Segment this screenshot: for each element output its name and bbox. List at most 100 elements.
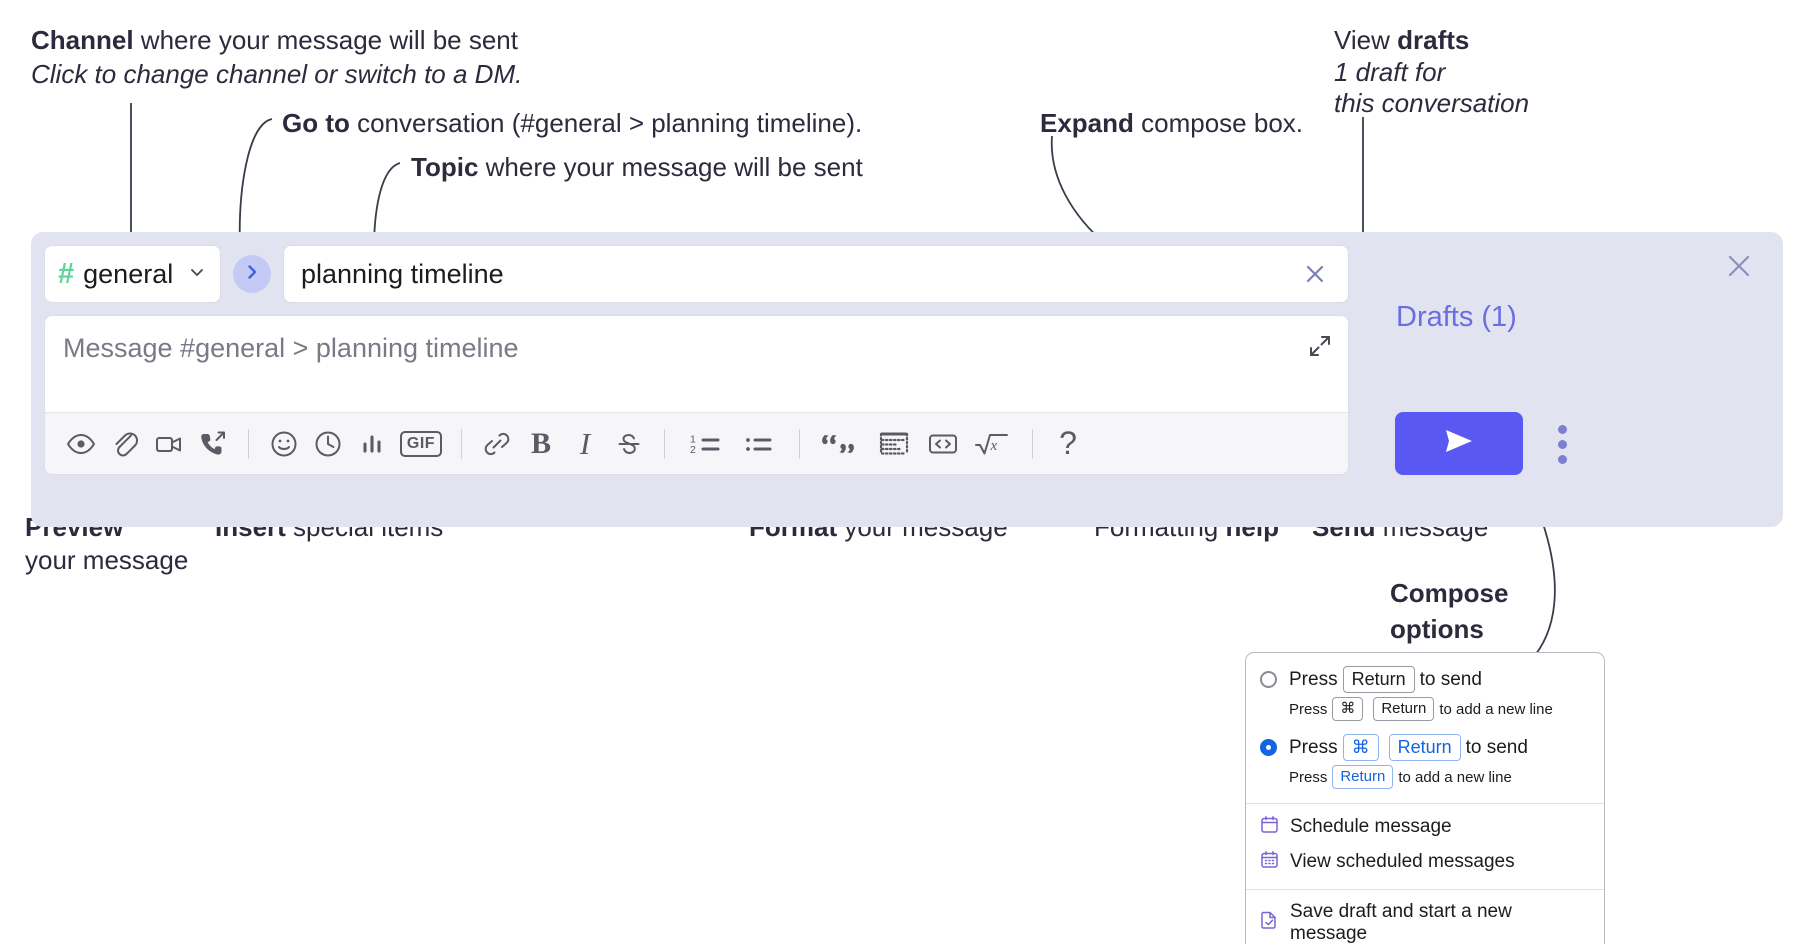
annotation-preview-text: your message [25,545,189,575]
annotation-drafts: View drafts [1334,22,1469,59]
annotation-drafts-plain: View [1334,25,1398,55]
annotation-expand-bold: Expand [1040,108,1134,138]
video-clip-button[interactable] [147,422,191,466]
menu-item-save-draft[interactable]: Save draft and start a new message [1246,896,1604,944]
menu-item-label: Schedule message [1290,816,1452,838]
bold-button[interactable]: B [519,422,563,466]
channel-name-label: general [83,258,174,289]
math-button[interactable]: x [965,422,1019,466]
separator-3 [664,428,665,459]
close-icon[interactable] [1723,250,1755,287]
send-icon [1439,424,1479,463]
link-button[interactable] [475,422,519,466]
question-mark-icon: ? [1059,425,1077,461]
annotation-compose-bold1: Compose [1390,578,1509,608]
sub-label-pre: Press [1289,700,1328,718]
preview-button[interactable] [59,422,103,466]
gif-button[interactable]: GIF [394,422,448,466]
sub-label-pre: Press [1289,768,1328,786]
svg-text:x: x [990,438,998,454]
annotation-drafts-italic2: this conversation [1334,88,1530,118]
annotation-channel-italic: Click to change channel or switch to a D… [31,59,523,89]
code-button[interactable] [921,422,965,466]
save-draft-icon [1260,910,1279,935]
separator-2 [461,428,462,459]
attach-button[interactable] [103,422,147,466]
message-input[interactable]: Message #general > planning timeline [45,316,1348,412]
calendar-grid-icon [1260,850,1279,875]
italic-icon: I [579,425,591,461]
topic-input[interactable]: planning timeline [301,258,504,289]
blockquote-button[interactable] [813,422,867,466]
radio-button-unselected[interactable] [1260,671,1277,689]
sub-label-post: to add a new line [1439,700,1553,718]
menu-divider [1246,802,1604,804]
formatting-help-button[interactable]: ? [1046,422,1090,466]
option-label-pre: Press [1289,668,1338,690]
ordered-list-button[interactable]: 1 2 [678,422,732,466]
menu-item-schedule-message[interactable]: Schedule message [1246,810,1604,845]
annotation-channel-bold: Channel [31,25,134,55]
bulleted-list-button[interactable] [732,422,786,466]
separator-5 [1032,428,1033,459]
key-return: Return [1373,697,1435,721]
goto-conversation-button[interactable] [233,255,271,293]
menu-item-view-scheduled-messages[interactable]: View scheduled messages [1246,845,1604,880]
annotation-goto-bold: Go to [282,108,350,138]
option-press-return-to-send[interactable]: Press Return to send [1246,663,1604,696]
key-return: Return [1342,666,1415,694]
formatting-toolbar: GIF B I [45,412,1348,474]
key-return: Return [1332,765,1394,789]
close-icon[interactable] [1300,259,1334,289]
compose-panel: # general planning timeline [31,232,1783,527]
send-button[interactable] [1395,412,1523,475]
annotation-channel-sub: Click to change channel or switch to a D… [31,56,522,93]
strikethrough-button[interactable] [607,422,651,466]
annotation-channel-rest: where your message will be sent [133,25,518,55]
radio-button-selected[interactable] [1260,739,1277,757]
annotation-goto: Go to conversation (#general > planning … [282,105,862,142]
poll-button[interactable] [350,422,394,466]
annotation-preview-line2: your message [25,542,188,579]
menu-divider [1246,888,1604,890]
separator-4 [799,428,800,459]
annotation-drafts-bold: drafts [1397,25,1470,55]
drafts-link[interactable]: Drafts (1) [1396,301,1517,333]
expand-icon[interactable] [1306,332,1334,365]
topic-field[interactable]: planning timeline [283,245,1349,303]
option-label-pre: Press [1289,736,1338,758]
more-vertical-icon[interactable] [1548,418,1576,470]
italic-button[interactable]: I [563,422,607,466]
annotation-drafts-sub1: 1 draft for [1334,54,1445,91]
key-command: ⌘ [1342,733,1379,762]
hash-icon: # [58,257,75,290]
message-placeholder: Message #general > planning timeline [63,333,519,363]
compose-destination-row: # general planning timeline [44,245,1349,303]
annotation-expand: Expand compose box. [1040,105,1303,142]
annotation-drafts-sub2: this conversation [1334,85,1529,122]
svg-text:2: 2 [690,444,696,456]
channel-selector[interactable]: # general [44,245,221,303]
annotation-goto-rest: conversation (#general > planning timeli… [349,108,863,138]
option-sub-cmd-return: Press Return to add a new line [1246,764,1604,794]
overflow-dot [1557,424,1567,434]
annotation-topic-rest: where your message will be sent [478,152,863,182]
gif-label: GIF [399,430,443,457]
svg-text:1: 1 [690,433,696,445]
bold-icon: B [530,426,551,460]
code-block-button[interactable] [867,422,921,466]
annotation-topic-bold: Topic [411,152,479,182]
reminder-button[interactable] [306,422,350,466]
annotation-topic: Topic where your message will be sent [411,149,863,186]
option-label-post: to send [1419,668,1482,690]
annotation-compose-options-2: options [1390,611,1484,648]
option-label-post: to send [1465,736,1528,758]
overflow-dot [1557,439,1567,449]
annotation-expand-rest: compose box. [1133,108,1304,138]
compose-left-column: # general planning timeline [44,245,1349,475]
audio-clip-button[interactable] [191,422,235,466]
option-press-cmd-return-to-send[interactable]: Press ⌘ Return to send [1246,731,1604,764]
compose-right-column: Drafts (1) [1349,232,1783,527]
emoji-button[interactable] [262,422,306,466]
menu-item-label: View scheduled messages [1290,851,1515,873]
